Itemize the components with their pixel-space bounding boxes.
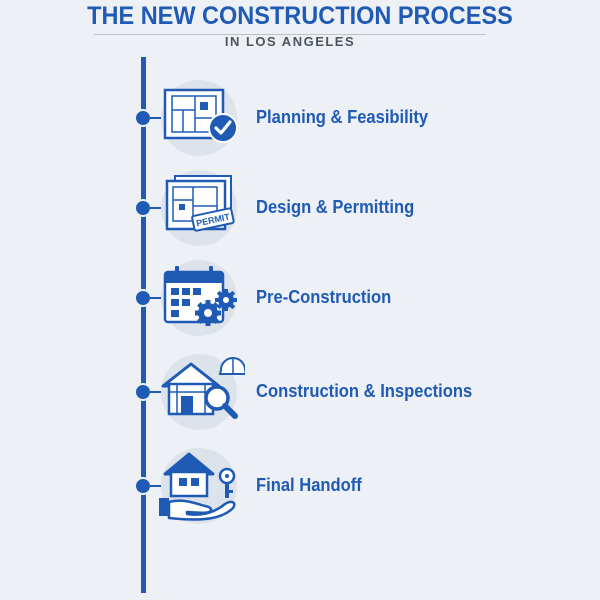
timeline-step-handoff: Final Handoff: [0, 446, 600, 526]
step-label-design: Design & Permitting: [256, 197, 415, 217]
timeline-step-construction: Construction & Inspections: [0, 352, 600, 432]
timeline-connector: [150, 485, 166, 487]
step-label-handoff: Final Handoff: [256, 475, 362, 495]
blueprint-checkmark-icon: [153, 78, 245, 158]
timeline-step-design: PERMIT Design & Permitting: [0, 168, 600, 248]
step-label-planning: Planning & Feasibility: [256, 107, 429, 127]
subtitle-row: IN LOS ANGELES: [94, 31, 486, 53]
calendar-gears-icon: [153, 258, 245, 338]
house-frame-magnifier-icon: [153, 352, 245, 432]
timeline-connector: [150, 207, 166, 209]
timeline-step-planning: Planning & Feasibility: [0, 78, 600, 158]
page-subtitle: IN LOS ANGELES: [224, 34, 356, 49]
timeline-connector: [150, 297, 166, 299]
step-label-preconstruction: Pre-Construction: [256, 287, 392, 307]
page-title: THE NEW CONSTRUCTION PROCESS: [87, 2, 513, 30]
timeline-connector: [150, 117, 166, 119]
blueprint-permit-icon: PERMIT: [153, 168, 245, 248]
timeline-line: [141, 57, 146, 593]
timeline-connector: [150, 391, 166, 393]
step-label-construction: Construction & Inspections: [256, 381, 473, 401]
timeline-step-preconstruction: Pre-Construction: [0, 258, 600, 338]
subtitle-divider: [94, 34, 486, 35]
house-hand-key-icon: [153, 446, 245, 526]
